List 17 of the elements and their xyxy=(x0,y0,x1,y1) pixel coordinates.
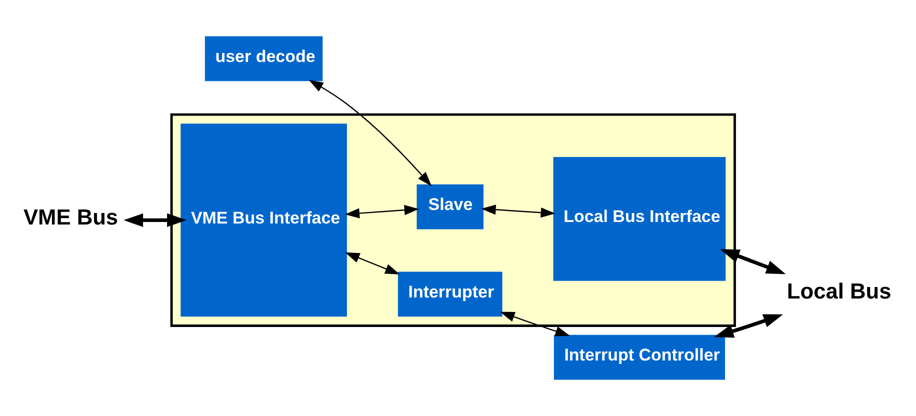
arrow xyxy=(124,213,187,227)
cluster xyxy=(170,113,736,327)
node-box: Interrupt Controller xyxy=(554,334,726,380)
arrow xyxy=(344,204,419,218)
arrow xyxy=(481,204,556,218)
arrow xyxy=(714,314,784,338)
node-box: user decode xyxy=(204,36,323,82)
arrow xyxy=(500,312,570,336)
node-text: VME Bus xyxy=(23,204,118,230)
node-box: VME Bus Interface xyxy=(180,124,347,317)
arrow xyxy=(720,249,786,274)
node-box: Interrupter xyxy=(398,272,502,317)
node-text: Local Bus xyxy=(786,278,892,304)
arrow xyxy=(345,252,400,274)
node-box: Slave xyxy=(416,184,484,230)
node-box: Local Bus Interface xyxy=(553,157,726,281)
arrow xyxy=(308,80,432,186)
